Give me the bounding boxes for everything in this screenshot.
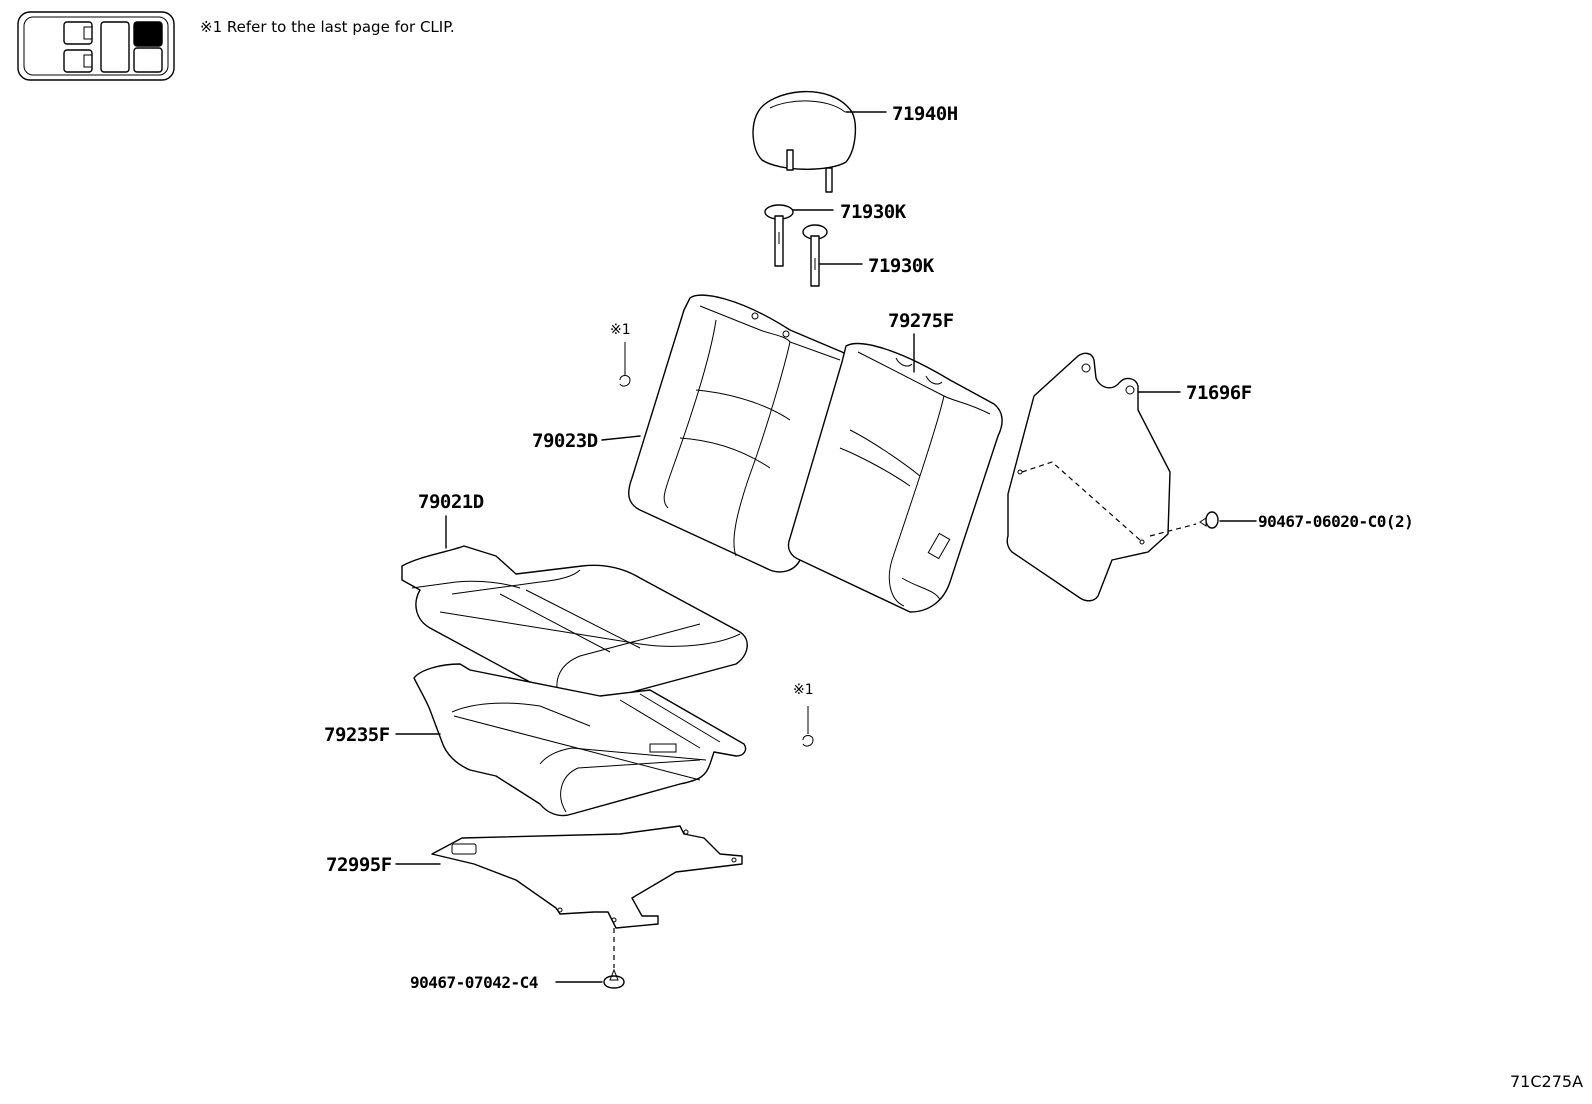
part-number-support-upper: 71930K (840, 201, 907, 223)
seatback-board (1006, 352, 1181, 602)
clip-marker-upper: ※1 (610, 322, 631, 338)
part-number-cushion-cover: 79021D (418, 491, 484, 513)
part-number-cushion-pad: 79235F (324, 724, 390, 746)
seatback-cover-right (787, 333, 1003, 613)
seat-cushion-pad (395, 663, 747, 817)
headrest-support-lower (802, 224, 863, 287)
vehicle-seat-locator-icon (17, 11, 175, 81)
part-number-headrest: 71940H (892, 103, 958, 125)
illustration-code: 71C275A (1510, 1072, 1583, 1091)
part-number-cushion-plate-fastener: 90467-07042-C4 (410, 973, 538, 992)
part-number-back-cover-left: 79023D (532, 430, 598, 452)
seat-cushion-plate (395, 825, 743, 929)
part-number-back-board-fastener: 90467-06020-C0(2) (1258, 512, 1413, 531)
part-number-cushion-plate: 72995F (326, 854, 392, 876)
clip-icon (802, 706, 814, 747)
seat-cushion-cover (401, 515, 748, 708)
clip-icon (619, 342, 631, 387)
part-number-support-lower: 71930K (868, 255, 935, 277)
part-number-back-board: 71696F (1186, 382, 1252, 404)
clip-marker-lower: ※1 (793, 682, 814, 698)
headrest-support-upper (764, 204, 834, 267)
headrest-drawing (752, 91, 887, 193)
back-board-fastener (1149, 511, 1257, 537)
part-number-back-cover-right: 79275F (888, 310, 954, 332)
cushion-plate-fastener (555, 928, 625, 989)
clip-reference-note: ※1 Refer to the last page for CLIP. (200, 18, 455, 36)
